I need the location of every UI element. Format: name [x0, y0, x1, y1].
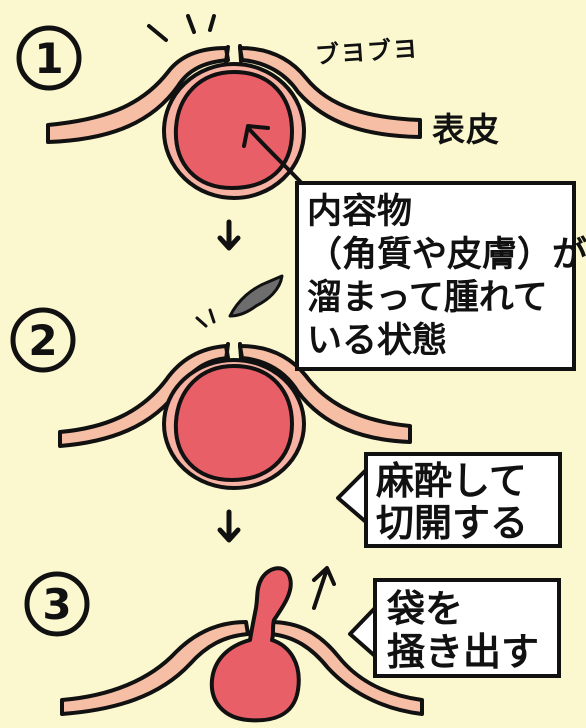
callout-line: 内容物 — [307, 192, 413, 232]
step-1-number: 1 — [34, 34, 63, 83]
scalpel-blade — [228, 274, 284, 318]
step-2-number: 2 — [28, 316, 57, 365]
callout-line: 麻酔して — [376, 459, 527, 503]
step-3-badge — [24, 571, 90, 637]
callout-tail-incise — [336, 468, 368, 524]
callout-extract: 袋を 掻き出す — [373, 578, 561, 678]
callout-line: 溜まって腫れて — [307, 278, 548, 318]
skin-layer-right — [238, 46, 422, 139]
callout-line: いる状態 — [307, 321, 448, 361]
step-1-illustration: 1 — [16, 14, 422, 200]
callout-incise: 麻酔して 切開する — [364, 452, 562, 548]
callout-contents: 内容物 （角質や皮膚）が 溜まって腫れて いる状態 — [295, 181, 586, 371]
callout-line: 切開する — [376, 501, 529, 545]
callout-line: 掻き出す — [387, 630, 540, 674]
step-3-illustration: 3 — [24, 566, 424, 723]
step-2-illustration: 2 — [10, 274, 412, 490]
skin-label: 表皮 — [432, 110, 500, 149]
step-2-badge — [10, 307, 76, 373]
skin-layer-right — [268, 620, 424, 716]
callout-line: （角質や皮膚）が — [307, 235, 586, 275]
cyst-contents — [173, 70, 294, 190]
callout-line: 袋を — [387, 587, 464, 631]
callout-tail-extract — [348, 606, 377, 658]
arrow-down-2 — [217, 509, 241, 543]
skin-layer-left — [60, 620, 250, 716]
sound-effect-label: ブヨブヨ — [314, 34, 421, 70]
step-3-number: 3 — [42, 580, 71, 629]
cyst-contents — [173, 364, 294, 482]
extracted-sac — [209, 566, 301, 723]
step-1-badge — [16, 25, 82, 91]
arrow-up — [312, 570, 328, 610]
emphasis-marks — [147, 14, 216, 42]
arrow-down-1 — [217, 219, 241, 251]
